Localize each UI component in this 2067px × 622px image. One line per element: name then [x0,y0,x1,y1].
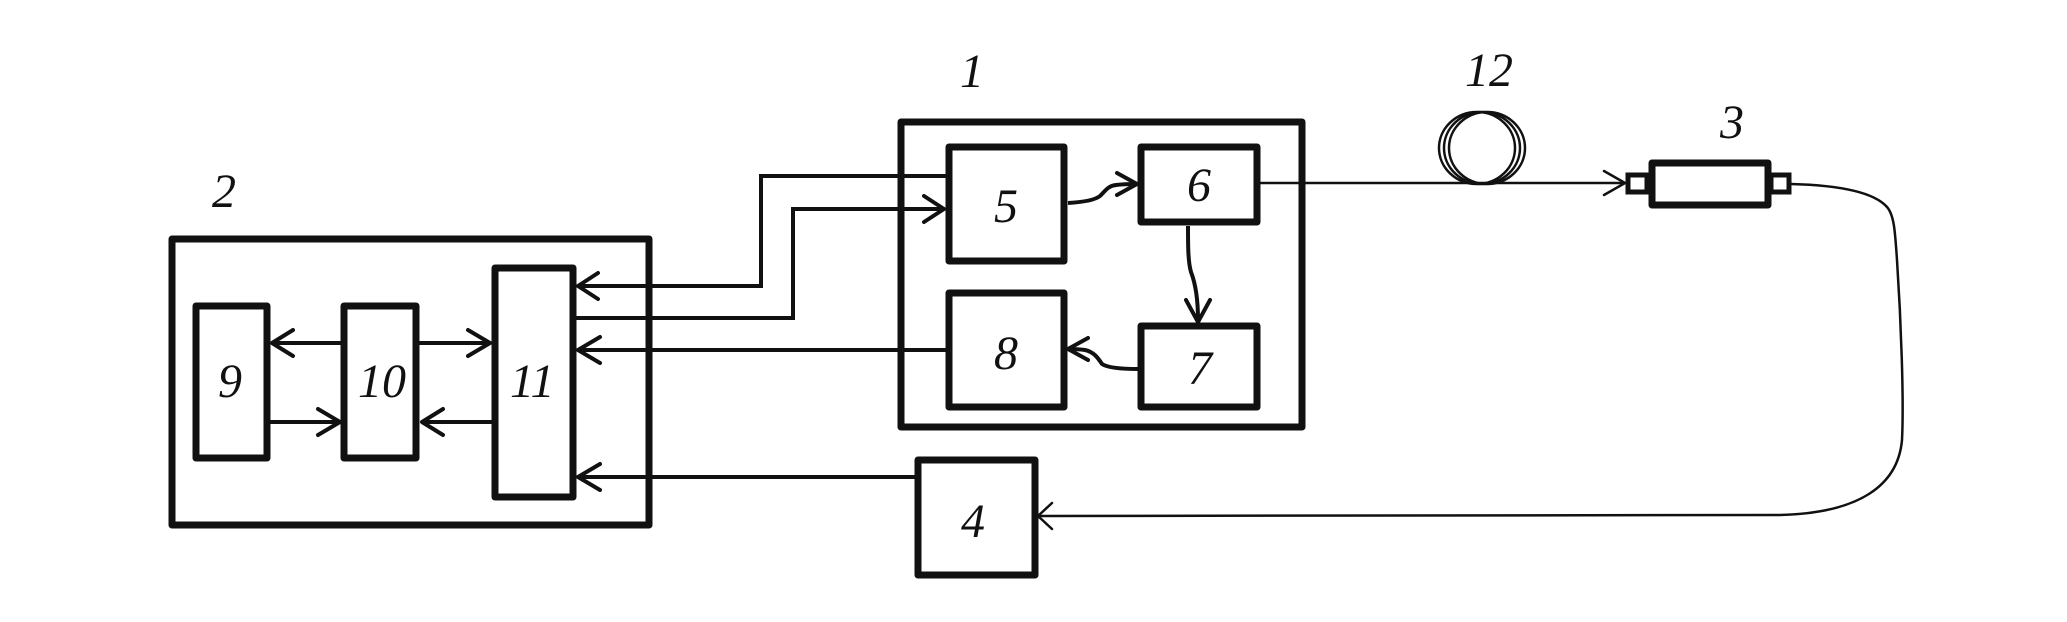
block-5-frame [945,143,1068,265]
coil-12-label: 12 [1465,44,1513,97]
block-4: 4 [914,456,1039,579]
block-2-label: 2 [212,165,236,218]
arrow-11-to-5 [576,194,946,320]
arrow-5-to-6 [1067,171,1139,205]
arrow-7-to-8 [1066,336,1139,371]
block-2-frame [168,235,653,529]
arrow-10-to-11 [419,328,492,358]
fiber-component-icon [1625,159,1792,209]
arrow-10-to-9 [270,328,342,358]
block-4-frame [914,456,1039,579]
block-6-label: 6 [1187,159,1211,212]
block-7-frame [1137,322,1261,411]
component-3: 3 [1625,96,1792,209]
block-10-label: 10 [358,355,406,408]
block-11-frame [491,264,577,501]
arrow-11-to-10 [420,407,492,437]
block-8-frame [945,289,1068,411]
block-11-label: 11 [510,355,554,408]
block-9-frame [192,302,271,462]
block-1-label: 1 [960,45,984,98]
block-9-label: 9 [218,355,242,408]
block-5-label: 5 [994,180,1018,233]
block-1-frame [897,118,1306,431]
arrow-9-to-10 [270,407,342,437]
block-7: 7 [1137,322,1261,411]
block-10-frame [340,302,420,462]
fiber-coil-icon [1437,110,1527,186]
component-3-label: 3 [1719,96,1744,149]
block-5: 5 [945,143,1068,265]
block-6-frame [1137,143,1261,226]
block-10: 10 [340,302,420,462]
block-4-label: 4 [961,495,985,548]
arrow-5-to-11 [576,174,950,301]
block-7-label: 7 [1188,342,1214,395]
block-6: 6 [1137,143,1261,226]
arrow-4-to-11 [576,462,918,492]
fiber-coil-12: 12 [1437,44,1527,186]
block-9: 9 [192,302,271,462]
arrow-6-to-7 [1184,225,1212,324]
block-8-label: 8 [994,327,1018,380]
block-1-container: 1 [897,45,1306,431]
block-11: 11 [491,264,577,501]
arrow-8-to-11 [576,335,950,365]
block-8: 8 [945,289,1068,411]
fiber-6-to-3 [1259,169,1627,197]
block-2-container: 2 [168,165,653,529]
